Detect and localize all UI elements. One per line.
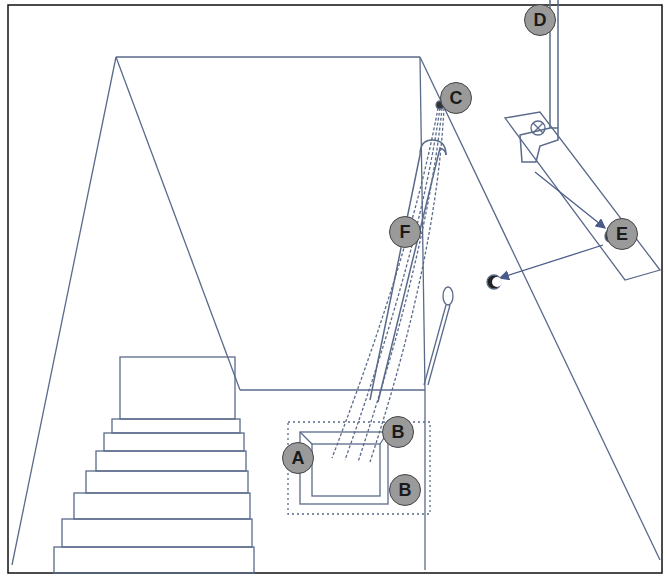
- callout-circle: C: [440, 82, 472, 114]
- callout-letter: B: [392, 423, 405, 441]
- callout-circle: D: [524, 4, 556, 36]
- callout-circle: B: [389, 474, 421, 506]
- callout-circle: F: [389, 216, 421, 248]
- callout-letter: E: [616, 225, 628, 243]
- callout-letter: B: [399, 481, 412, 499]
- callout-letter: C: [450, 89, 463, 107]
- callout-letter: A: [292, 449, 305, 467]
- callout-circle: E: [606, 218, 638, 250]
- callout-circle: B: [382, 416, 414, 448]
- callout-letter: D: [534, 11, 547, 29]
- callout-letter: F: [400, 223, 411, 241]
- callout-circle: A: [282, 442, 314, 474]
